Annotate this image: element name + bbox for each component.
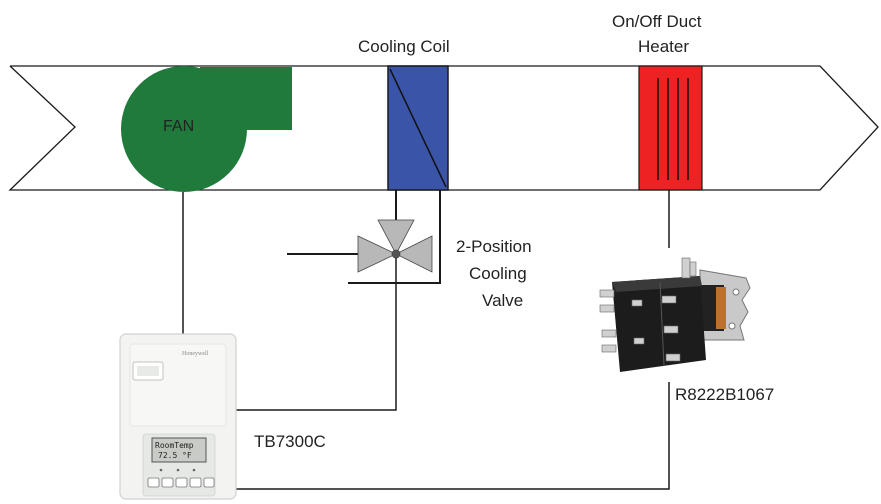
thermostat-display-line2: 72.5 °F [158, 451, 192, 460]
relay-model-label: R8222B1067 [675, 385, 774, 404]
thermostat-device [120, 334, 236, 499]
thermostat-display-line1: RoomTemp [155, 441, 194, 450]
relay-icon [600, 258, 750, 372]
thermostat-brand: Honeywell [182, 351, 209, 357]
cooling-valve-icon [358, 220, 432, 272]
fan-label: FAN [163, 118, 194, 135]
fan-icon [121, 66, 292, 192]
heater-label-line1: On/Off Duct [612, 12, 702, 31]
valve-wire [236, 258, 396, 410]
heater-label-line2: Heater [638, 37, 689, 56]
valve-label-line2: Cooling [469, 264, 527, 283]
thermostat-buttons [148, 478, 214, 487]
valve-label-line1: 2-Position [456, 237, 532, 256]
valve-label-line3: Valve [482, 291, 523, 310]
duct-heater-icon [639, 66, 702, 190]
cooling-coil-label: Cooling Coil [358, 37, 450, 56]
thermostat-model-label: TB7300C [254, 432, 326, 451]
cooling-coil-icon [388, 66, 448, 190]
